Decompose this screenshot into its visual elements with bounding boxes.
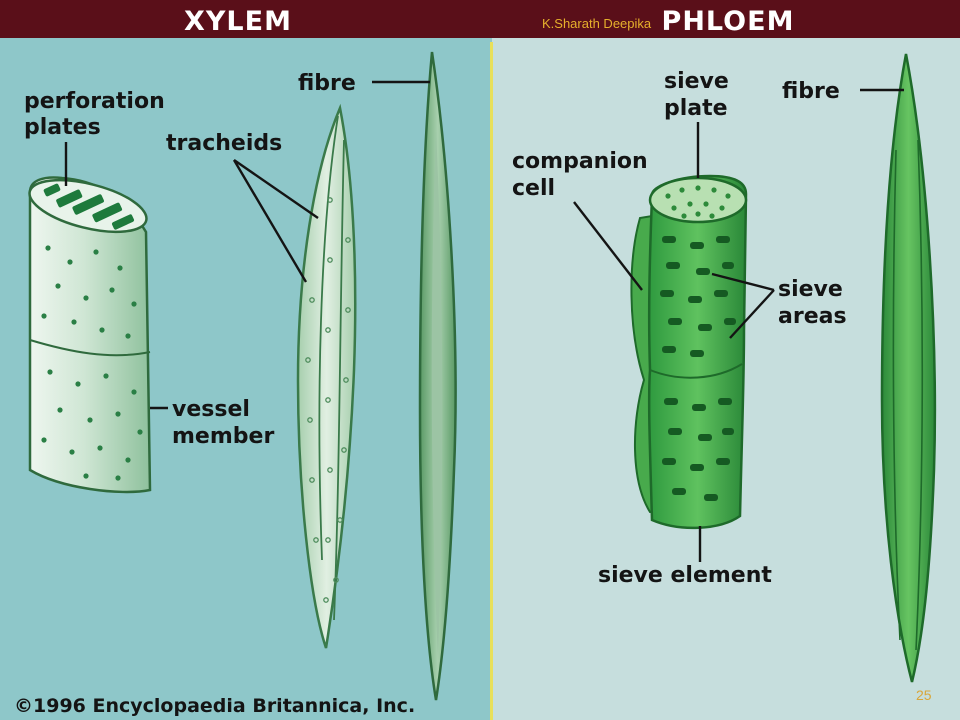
panel-divider	[490, 42, 493, 720]
label-vessel: vessel	[172, 397, 250, 422]
header-bar	[0, 0, 960, 38]
phloem-fibre-illustration	[880, 53, 937, 683]
label-phloem-fibre: fibre	[782, 79, 840, 104]
xylem-title: XYLEM	[184, 6, 292, 37]
label-sieve-areas-1: sieve	[778, 277, 843, 302]
sieve-element-illustration	[630, 174, 748, 530]
label-tracheids: tracheids	[166, 131, 282, 156]
label-sieve-areas-2: areas	[778, 304, 847, 329]
label-perforation: perforation	[24, 89, 165, 114]
vessel-member-illustration	[28, 176, 152, 494]
copyright-text: ©1996 Encyclopaedia Britannica, Inc.	[14, 695, 415, 717]
leader-lines	[64, 80, 904, 562]
label-member: member	[172, 424, 274, 449]
phloem-title: PHLOEM	[662, 6, 795, 37]
label-plate: plate	[664, 96, 728, 121]
author-name: K.Sharath Deepika	[542, 16, 652, 31]
label-plates: plates	[24, 115, 101, 140]
label-companion: companion	[512, 149, 648, 174]
tracheids-illustration	[296, 103, 357, 649]
label-sieve-element: sieve element	[598, 563, 772, 588]
label-xylem-fibre: fibre	[298, 71, 356, 96]
page-number: 25	[916, 687, 932, 703]
label-cell: cell	[512, 176, 555, 201]
xylem-fibre-illustration	[418, 51, 457, 701]
label-sieve: sieve	[664, 69, 729, 94]
